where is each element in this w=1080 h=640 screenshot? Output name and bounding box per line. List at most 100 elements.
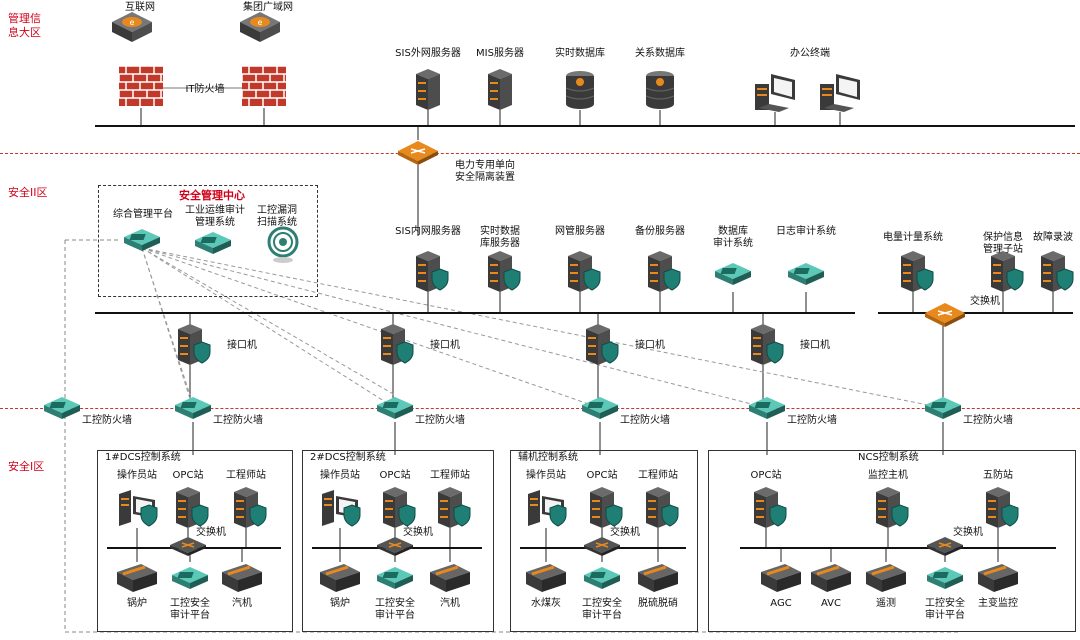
interface-server-icon-2 (371, 323, 415, 367)
isolation-gateway-label: 电力专用单向 安全隔离装置 (455, 160, 515, 183)
interface-server-label-3: 接口机 (635, 340, 665, 351)
protection-substation-icon (981, 250, 1025, 294)
field-device-label-2-3: 汽机 (440, 598, 460, 609)
link-line (141, 247, 396, 409)
industrial-firewall-icon-6 (921, 393, 965, 423)
industrial-firewall-label-5: 工控防火墙 (787, 415, 837, 426)
industrial-firewall-icon-4 (578, 393, 622, 423)
zone-label-security-1: 安全I区 (8, 460, 45, 473)
security-center-title: 安全管理中心 (179, 189, 245, 202)
metering-bus (878, 312, 1073, 314)
station-label-4-1: OPC站 (750, 470, 782, 481)
control-switch-label-4: 交换机 (953, 527, 983, 538)
control-system-box-1 (97, 450, 293, 632)
control-switch-icon-3 (582, 533, 622, 557)
integrated-platform-icon (120, 225, 164, 255)
field-device-icon-2-3 (428, 560, 472, 596)
station-label-3-3: 工程师站 (638, 470, 678, 481)
interface-server-label-4: 接口机 (800, 340, 830, 351)
security2-bus (95, 312, 855, 314)
link-line (141, 247, 768, 409)
internet-label: 互联网 (125, 2, 155, 13)
control-system-box-3 (510, 450, 698, 632)
it-firewall-icon-2 (241, 65, 292, 110)
realtime-database-icon (558, 68, 602, 112)
sis-external-server-icon (406, 68, 450, 112)
control-switch-icon-2 (375, 533, 415, 557)
backup-server-label: 备份服务器 (635, 226, 685, 237)
svg-text:e: e (130, 18, 135, 27)
industrial-firewall-label-4: 工控防火墙 (620, 415, 670, 426)
db-audit-system-label: 数据库 审计系统 (713, 226, 753, 249)
realtime-db-server-icon (478, 250, 522, 294)
control-system-box-4 (708, 450, 1076, 632)
field-device-label-4-4: 工控安全 审计平台 (925, 598, 965, 621)
field-device-label-3-1: 水煤灰 (531, 598, 561, 609)
it-firewall-label: IT防火墙 (185, 84, 225, 95)
station-label-2-2: OPC站 (379, 470, 411, 481)
control-system-title-3: 辅机控制系统 (518, 452, 578, 463)
metering-system-icon (891, 250, 935, 294)
link-line (141, 247, 944, 409)
field-device-icon-1-3 (220, 560, 264, 596)
station-icon-1-3 (224, 486, 268, 530)
station-label-1-3: 工程师站 (226, 470, 266, 481)
station-icon-4-2 (866, 486, 910, 530)
field-device-icon-3-3 (636, 560, 680, 596)
industrial-firewall-icon-1 (40, 393, 84, 423)
link-line (141, 247, 601, 409)
field-device-icon-4-4 (923, 563, 967, 593)
station-label-1-2: OPC站 (172, 470, 204, 481)
control-switch-label-1: 交换机 (196, 527, 226, 538)
link-line (141, 247, 191, 396)
station-icon-2-3 (428, 486, 472, 530)
zone-label-management: 管理信 息大区 (8, 12, 41, 39)
office-terminal-label: 办公终端 (790, 48, 830, 59)
station-label-4-2: 监控主机 (868, 470, 908, 481)
station-icon-2-1 (318, 486, 362, 530)
interface-server-icon-3 (576, 323, 620, 367)
relational-database-icon (638, 68, 682, 112)
integrated-platform-label: 综合管理平台 (113, 209, 173, 220)
industrial-firewall-icon-3 (373, 393, 417, 423)
control-switch-icon-1 (168, 533, 208, 557)
group-wan-label: 集团广域网 (243, 2, 293, 13)
control-system-title-4: NCS控制系统 (858, 452, 919, 463)
sis-internal-server-label: SIS内网服务器 (395, 226, 461, 237)
station-icon-3-2 (580, 486, 624, 530)
log-audit-system-label: 日志审计系统 (776, 226, 836, 237)
industrial-firewall-icon-2 (171, 393, 215, 423)
field-device-icon-3-2 (580, 563, 624, 593)
station-label-2-1: 操作员站 (320, 470, 360, 481)
field-device-label-2-2: 工控安全 审计平台 (375, 598, 415, 621)
industrial-firewall-label-1: 工控防火墙 (82, 415, 132, 426)
field-device-icon-4-1 (759, 560, 803, 596)
field-device-icon-4-3 (864, 560, 908, 596)
field-device-icon-1-2 (168, 563, 212, 593)
control-switch-icon-4 (925, 533, 965, 557)
field-device-label-4-5: 主变监控 (978, 598, 1018, 609)
field-device-icon-2-2 (373, 563, 417, 593)
station-icon-3-3 (636, 486, 680, 530)
industrial-firewall-label-2: 工控防火墙 (213, 415, 263, 426)
station-icon-4-3 (976, 486, 1020, 530)
it-firewall-icon-1 (118, 65, 169, 110)
security-center-box (98, 185, 318, 297)
svg-text:e: e (258, 18, 263, 27)
industrial-firewall-label-3: 工控防火墙 (415, 415, 465, 426)
station-icon-3-1 (524, 486, 568, 530)
field-device-label-1-1: 锅炉 (127, 598, 147, 609)
group-wan-icon: e (236, 8, 284, 52)
field-device-icon-3-1 (524, 560, 568, 596)
field-device-icon-2-1 (318, 560, 362, 596)
field-device-label-1-3: 汽机 (232, 598, 252, 609)
interface-server-label-1: 接口机 (227, 340, 257, 351)
fault-recorder-label: 故障录波 (1033, 232, 1073, 243)
control-bus-4 (740, 547, 1056, 549)
fault-recorder-icon (1031, 250, 1075, 294)
protection-substation-label: 保护信息 管理子站 (983, 232, 1023, 255)
isolation-gateway-icon (396, 137, 440, 167)
internet-icon: e (108, 8, 156, 52)
